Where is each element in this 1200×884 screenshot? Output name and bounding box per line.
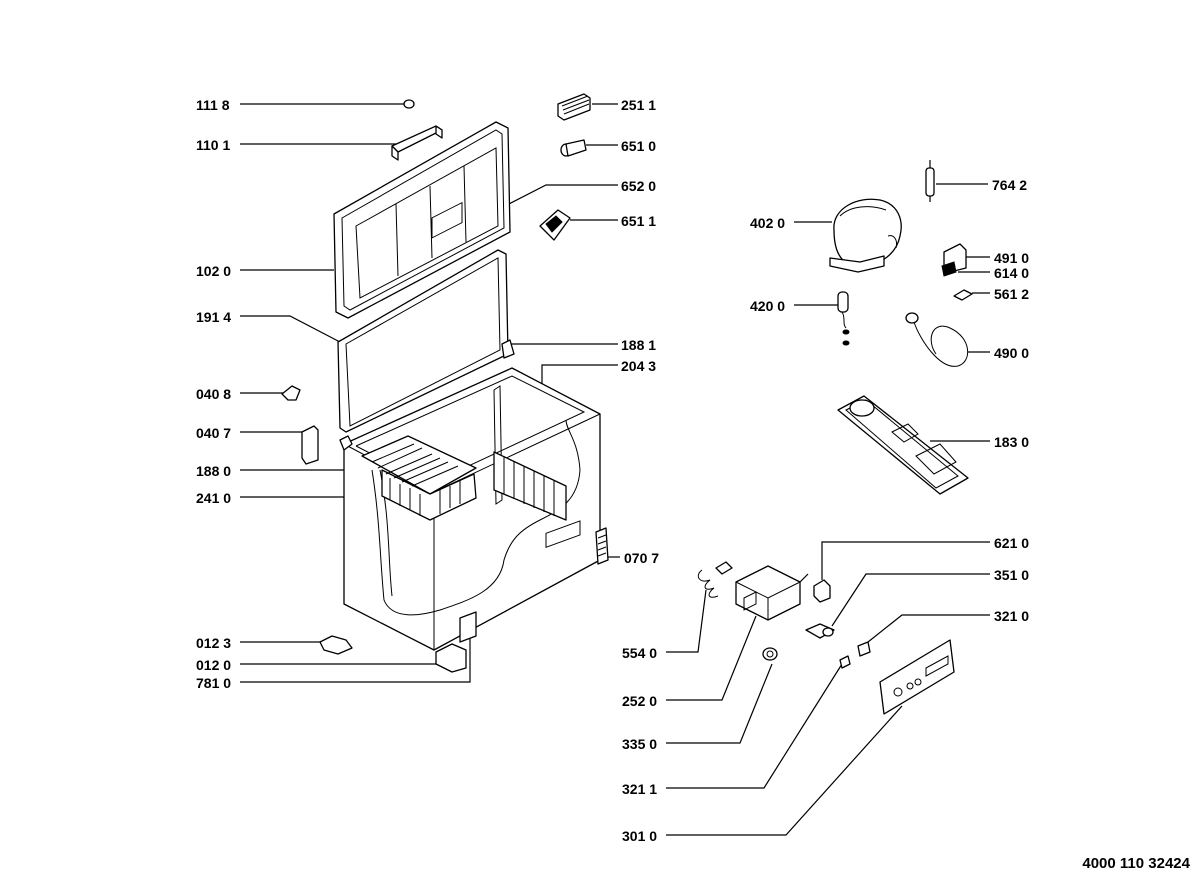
label-183-0: 183 0	[994, 434, 1029, 450]
label-351-0: 351 0	[994, 567, 1029, 583]
label-321-1: 321 1	[622, 781, 657, 797]
label-251-1: 251 1	[621, 97, 656, 113]
indicator-lamp-part	[857, 641, 871, 657]
filter-drier-part	[925, 160, 935, 202]
document-code: 4000 110 32424	[1082, 855, 1190, 872]
label-102-0: 102 0	[196, 263, 231, 279]
basket-part	[361, 435, 477, 521]
label-621-0: 621 0	[994, 535, 1029, 551]
indicator-lens-part	[839, 655, 851, 669]
lid-handle-part	[391, 125, 443, 161]
thermostat-housing-part	[735, 565, 809, 621]
label-040-8: 040 8	[196, 386, 231, 402]
label-111-8: 111 8	[196, 97, 230, 113]
label-110-1: 110 1	[196, 137, 230, 153]
label-491-0: 491 0	[994, 250, 1029, 266]
label-781-0: 781 0	[196, 675, 231, 691]
power-cord-part	[905, 312, 968, 367]
label-490-0: 490 0	[994, 345, 1029, 361]
label-012-0: 012 0	[196, 657, 231, 673]
label-012-3: 012 3	[196, 635, 231, 651]
spring-part	[697, 561, 733, 598]
label-335-0: 335 0	[622, 736, 657, 752]
clamp-part	[953, 289, 973, 301]
hinge-part	[301, 425, 319, 465]
relay-part	[941, 243, 967, 277]
label-561-2: 561 2	[994, 286, 1029, 302]
label-764-2: 764 2	[992, 177, 1027, 193]
light-cover-part	[557, 93, 591, 121]
label-252-0: 252 0	[622, 693, 657, 709]
label-188-0: 188 0	[196, 463, 231, 479]
label-614-0: 614 0	[994, 265, 1029, 281]
label-204-3: 204 3	[621, 358, 656, 374]
label-651-0: 651 0	[621, 138, 656, 154]
label-651-1: 651 1	[621, 213, 656, 229]
control-tray-part	[837, 395, 969, 495]
label-554-0: 554 0	[622, 645, 657, 661]
label-070-7: 070 7	[624, 550, 659, 566]
foot-bracket-part	[319, 635, 353, 655]
lid-part	[333, 121, 511, 319]
label-402-0: 402 0	[750, 215, 785, 231]
label-188-1: 188 1	[621, 337, 656, 353]
label-652-0: 652 0	[621, 178, 656, 194]
capacitor-part	[837, 291, 850, 346]
lamp-socket-part	[560, 139, 587, 157]
label-040-7: 040 7	[196, 425, 231, 441]
label-321-0: 321 0	[994, 608, 1029, 624]
vent-grille-part	[595, 527, 609, 565]
label-241-0: 241 0	[196, 490, 231, 506]
lid-knob-part	[403, 99, 415, 109]
knob-part	[762, 647, 778, 661]
compressor-part	[829, 198, 902, 273]
lamp-part	[805, 623, 835, 639]
label-301-0: 301 0	[622, 828, 657, 844]
label-420-0: 420 0	[750, 298, 785, 314]
control-panel-part	[879, 639, 955, 715]
lock-part	[539, 209, 571, 241]
label-191-4: 191 4	[196, 309, 231, 325]
hinge-clip-part	[281, 385, 301, 401]
switch-part	[813, 579, 831, 603]
